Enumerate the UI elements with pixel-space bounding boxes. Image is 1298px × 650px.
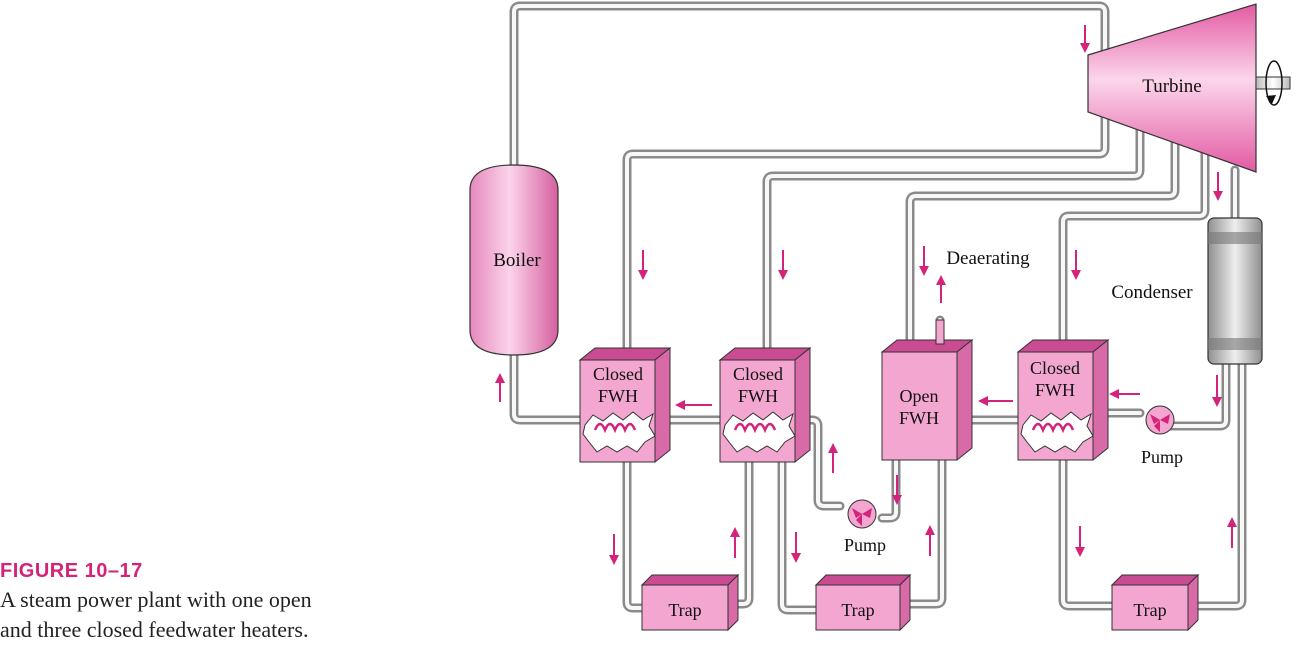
open-fwh-line1: Open xyxy=(900,386,939,406)
closed-fwh-1-line1: Closed xyxy=(593,364,643,384)
boiler: Boiler xyxy=(469,164,559,356)
trap-3-label: Trap xyxy=(1133,600,1166,620)
closed-fwh-2: Closed FWH xyxy=(718,346,812,464)
trap-1-label: Trap xyxy=(668,600,701,620)
boiler-label: Boiler xyxy=(493,250,541,271)
flow-arrows xyxy=(495,25,1237,565)
figure-caption-line1: A steam power plant with one open xyxy=(0,587,312,612)
closed-fwh-3: Closed FWH xyxy=(1016,338,1110,462)
pipe-network xyxy=(509,1,1247,615)
closed-fwh-2-line2: FWH xyxy=(738,386,778,406)
figure-label: FIGURE 10–17 xyxy=(0,560,143,582)
closed-fwh-2-line1: Closed xyxy=(733,364,783,384)
trap-3: Trap xyxy=(1110,573,1200,632)
figure-caption: FIGURE 10–17 A steam power plant with on… xyxy=(0,560,420,643)
turbine-label: Turbine xyxy=(1142,76,1201,97)
condenser: Condenser xyxy=(1111,217,1263,365)
pump-2-label: Pump xyxy=(1141,447,1183,467)
turbine: Turbine xyxy=(1087,3,1291,173)
closed-fwh-1: Closed FWH xyxy=(578,346,672,464)
closed-fwh-1-line2: FWH xyxy=(598,386,638,406)
condenser-label: Condenser xyxy=(1111,282,1193,303)
pump-1: Pump xyxy=(844,499,886,555)
coil-icon xyxy=(733,422,777,434)
coil-icon xyxy=(1031,422,1075,434)
figure-caption-line2: and three closed feedwater heaters. xyxy=(0,617,309,642)
coil-icon xyxy=(593,422,637,434)
trap-2: Trap xyxy=(814,573,912,632)
trap-1: Trap xyxy=(640,573,740,632)
closed-fwh-3-line1: Closed xyxy=(1030,358,1080,378)
pump-2: Pump xyxy=(1141,405,1183,467)
deaerating-label: Deaerating xyxy=(946,248,1030,269)
shaft-rotation-icon xyxy=(1265,60,1283,106)
closed-fwh-3-line2: FWH xyxy=(1035,380,1075,400)
pump-1-label: Pump xyxy=(844,535,886,555)
open-fwh-line2: FWH xyxy=(899,408,939,428)
trap-2-label: Trap xyxy=(841,600,874,620)
open-fwh: Open FWH Deaerating xyxy=(880,248,1030,462)
